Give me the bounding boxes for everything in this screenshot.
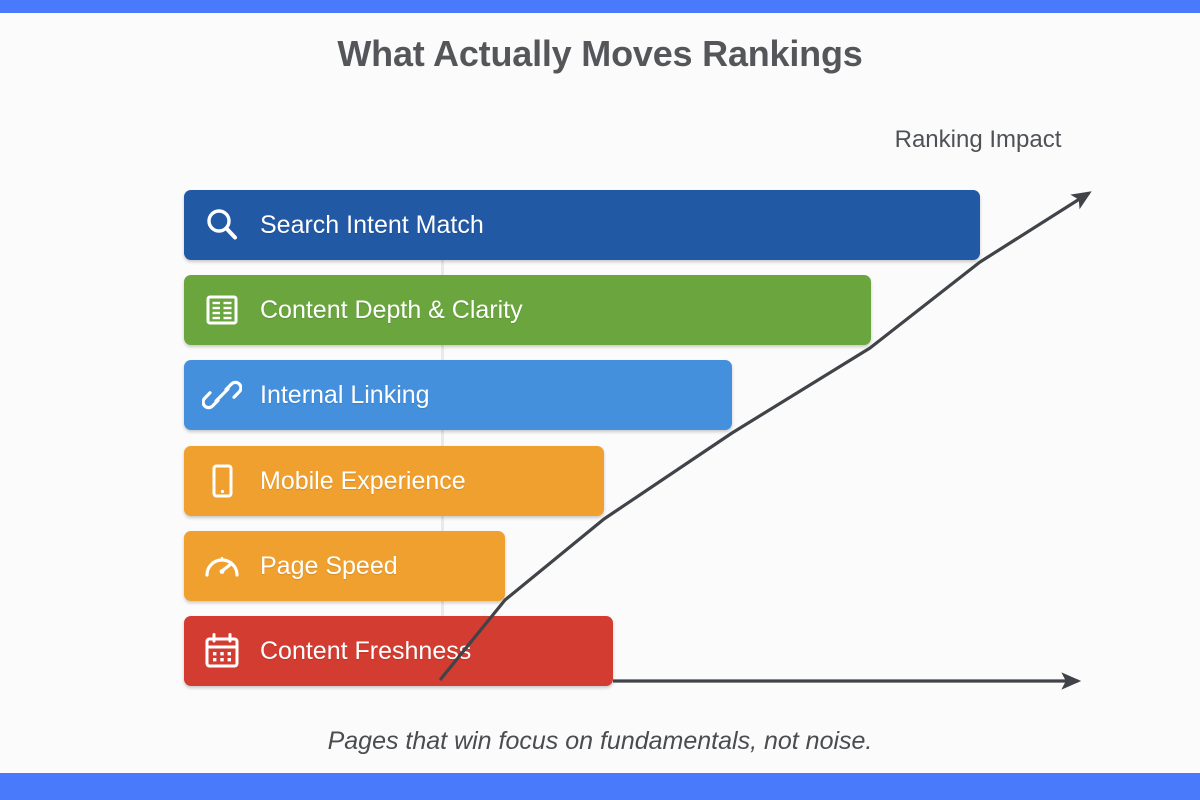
bar-label: Page Speed [260,551,398,580]
calendar-icon [200,629,244,673]
link-chain-icon [200,373,244,417]
bar-label: Content Depth & Clarity [260,295,523,324]
bar-label: Content Freshness [260,636,472,665]
bar-internal-linking[interactable]: Internal Linking [184,360,732,430]
bar-page-speed[interactable]: Page Speed [184,531,505,601]
bottom-accent-band [0,773,1200,800]
document-lines-icon [200,288,244,332]
speedometer-icon [200,544,244,588]
search-icon [200,203,244,247]
page-title: What Actually Moves Rankings [337,33,863,74]
bar-label: Internal Linking [260,380,430,409]
bar-label: Mobile Experience [260,466,466,495]
trend-line [438,191,1092,682]
vertical-gridline [441,190,444,680]
axis-label: Ranking Impact [894,126,1062,153]
caption: Pages that win focus on fundamentals, no… [327,727,873,755]
bar-label: Search Intent Match [260,210,484,239]
mobile-phone-icon [200,459,244,503]
bar-content-depth-clarity[interactable]: Content Depth & Clarity [184,275,871,345]
bar-search-intent-match[interactable]: Search Intent Match [184,190,980,260]
bar-mobile-experience[interactable]: Mobile Experience [184,446,604,516]
bar-content-freshness[interactable]: Content Freshness [184,616,613,686]
top-accent-band [0,0,1200,13]
